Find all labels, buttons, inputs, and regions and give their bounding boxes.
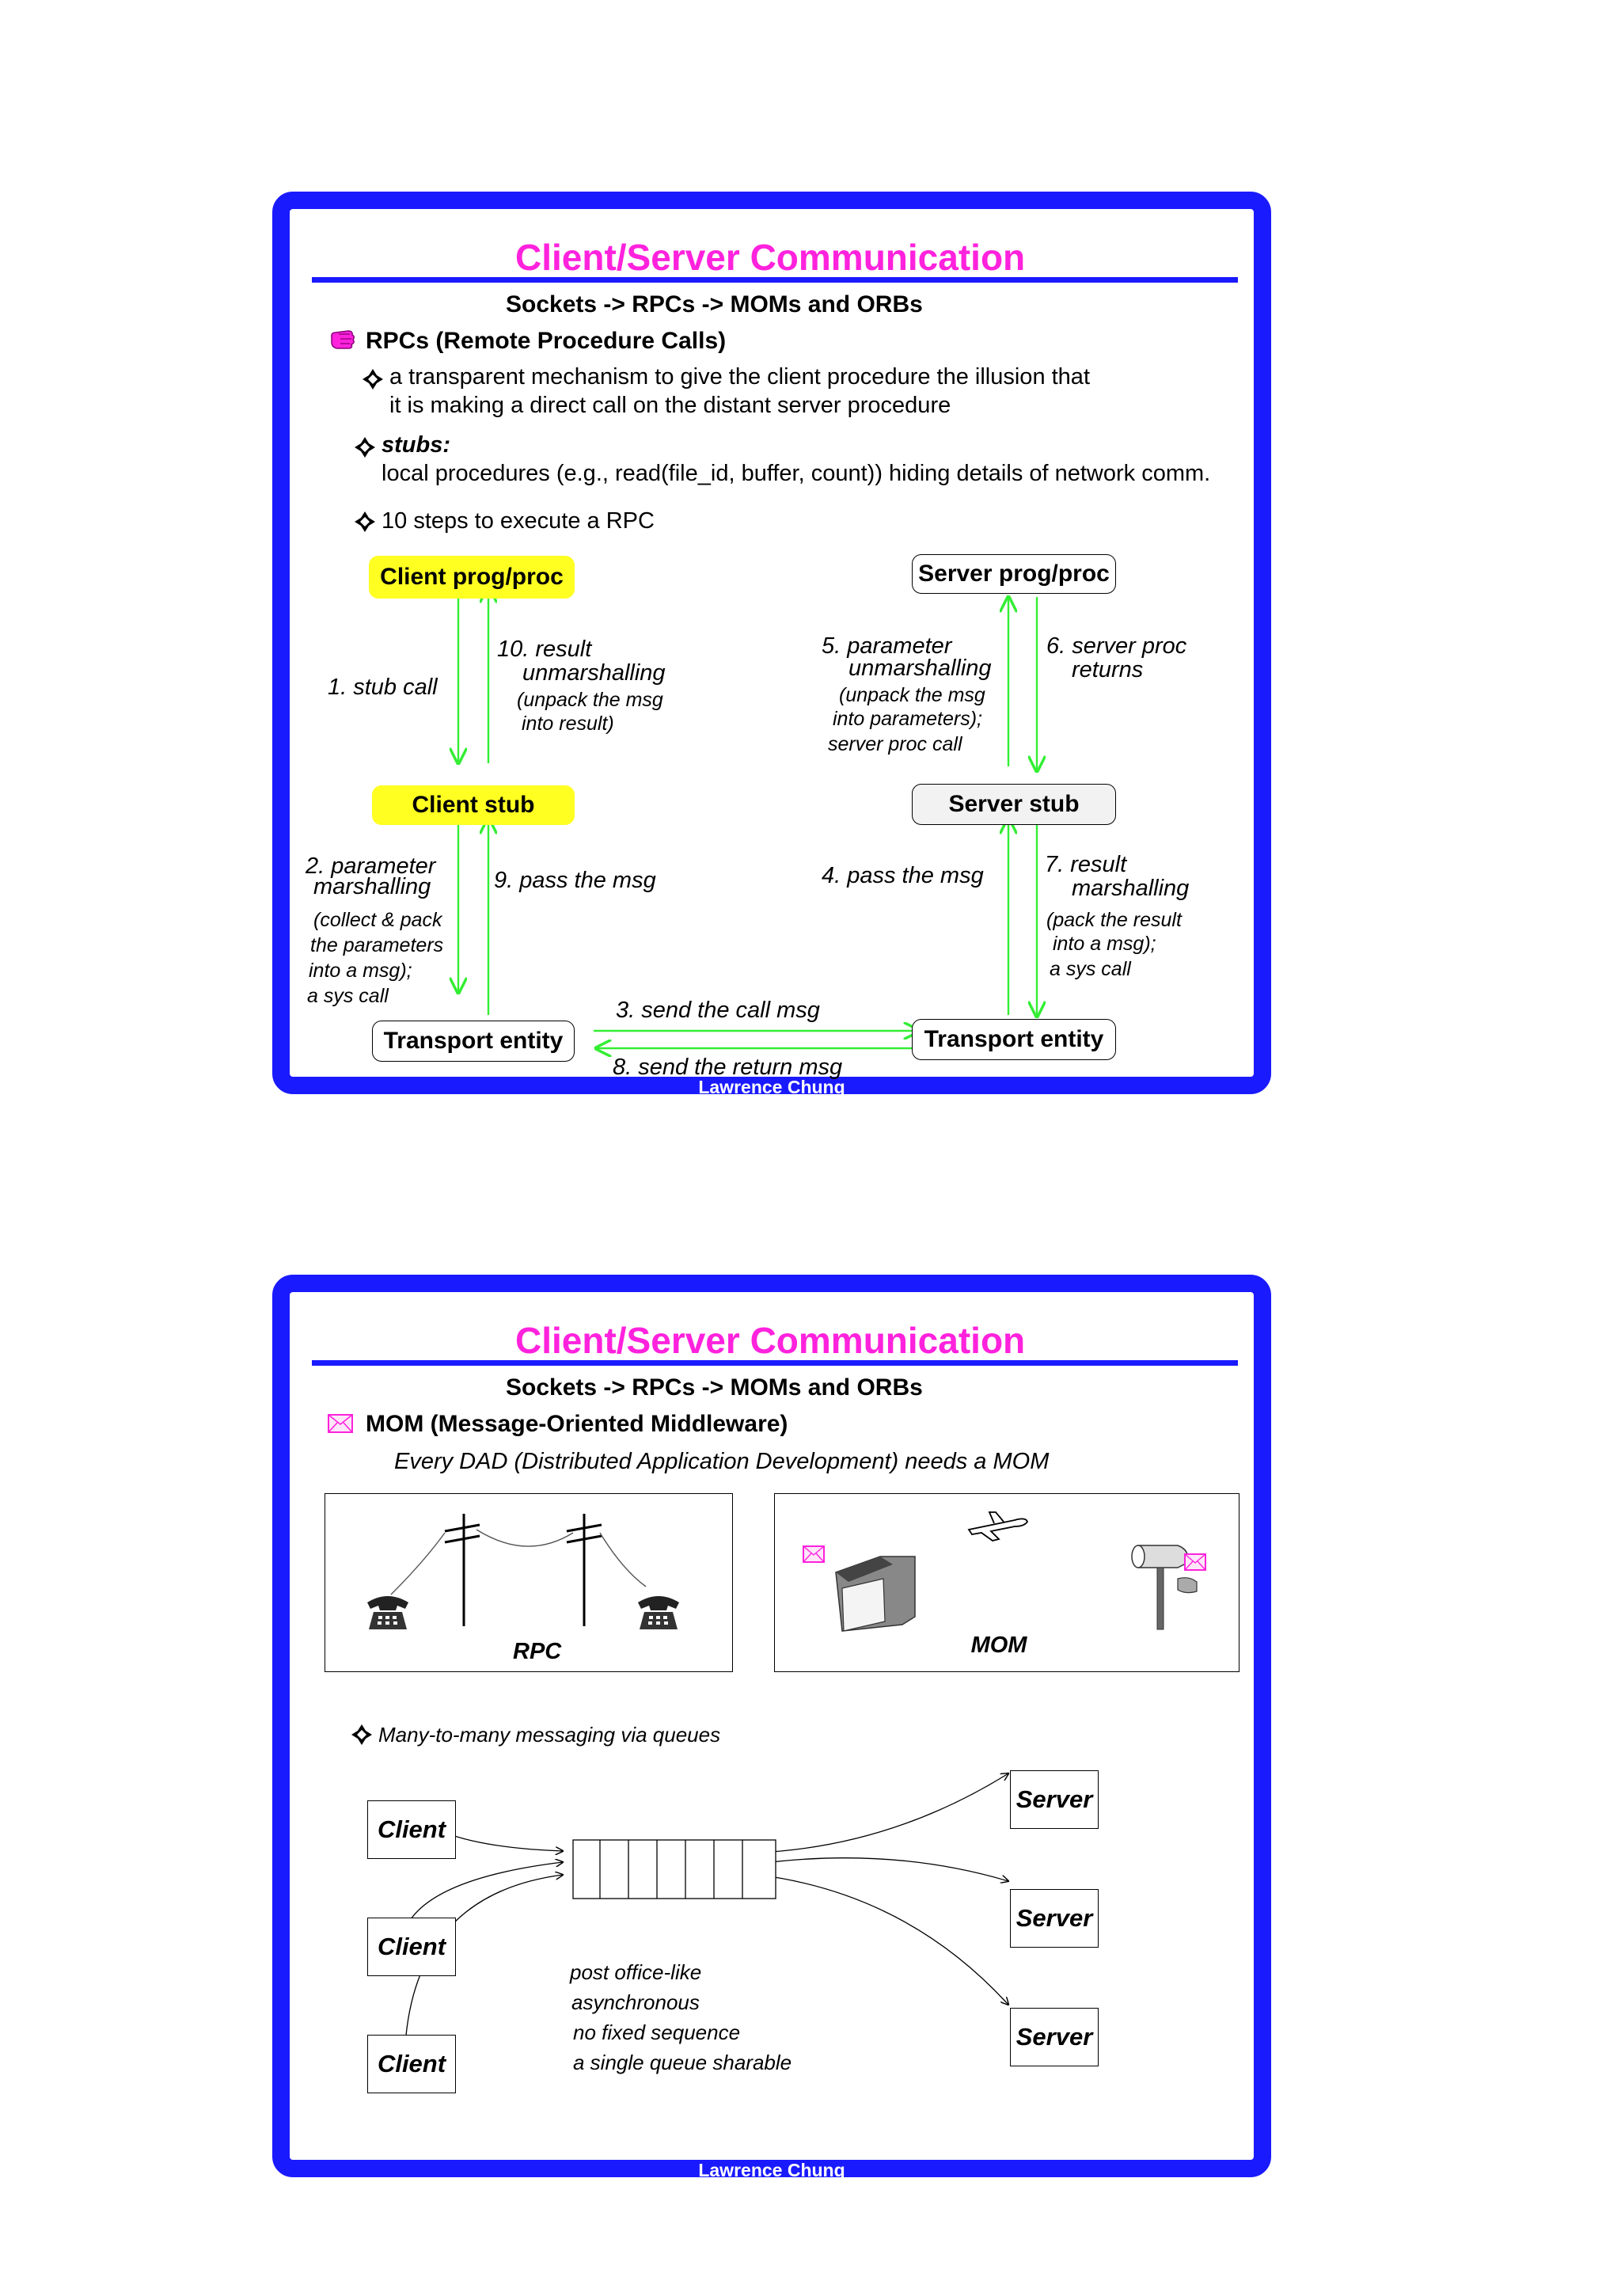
step-2-note-2: the parameters: [310, 934, 444, 956]
title-rule: [312, 1360, 1238, 1366]
step-2-note-4: a sys call: [307, 985, 389, 1007]
step-10-label: 10. result: [497, 637, 592, 662]
envelope-icon: [328, 1414, 353, 1433]
step-9-label: 9. pass the msg: [494, 868, 656, 893]
telephone-icon: [638, 1596, 679, 1629]
step-5-note-3: server proc call: [828, 733, 962, 755]
step-7-note-2: into a msg);: [1053, 933, 1156, 955]
rpc-panel-label: RPC: [513, 1639, 562, 1664]
client-stub-box: Client stub: [372, 785, 575, 825]
telephone-wire-illustration: [390, 1514, 647, 1626]
steps-heading: 10 steps to execute a RPC: [382, 508, 655, 534]
queue-flow-arrows: [404, 1292, 1254, 2045]
diamond-bullet-icon: [351, 1724, 372, 1745]
mom-illustration-panel: [774, 1493, 1239, 1672]
step-8-label: 8. send the return msg: [613, 1055, 843, 1080]
slide-subtitle: Sockets -> RPCs -> MOMs and ORBs: [506, 291, 923, 317]
step-2-note-1: (collect & pack: [313, 909, 442, 931]
mailbox-icon: [1131, 1545, 1198, 1630]
stubs-label: stubs:: [382, 432, 450, 458]
step-3-label: 3. send the call msg: [616, 998, 820, 1023]
hand-pointer-icon: [331, 330, 355, 349]
queue-note: asynchronous: [571, 1990, 700, 2014]
section-heading: MOM (Message-Oriented Middleware): [366, 1411, 788, 1437]
step-7-note-3: a sys call: [1050, 958, 1131, 980]
step-10-note-2: into result): [522, 713, 614, 735]
server-stub-box: Server stub: [912, 784, 1116, 825]
airplane-icon: [967, 1511, 1028, 1541]
slide-footer: Lawrence Chung: [698, 1077, 845, 1097]
server-box: Server: [1010, 1770, 1099, 1829]
server-box: Server: [1010, 2008, 1099, 2066]
step-6-label-2: returns: [1072, 657, 1144, 682]
mailbox-icon: [835, 1556, 916, 1632]
queue-note: a single queue sharable: [573, 2051, 792, 2074]
diamond-bullet-icon: [355, 511, 375, 532]
step-5-label-2: unmarshalling: [848, 656, 992, 681]
queue-note: post office-like: [570, 1960, 702, 1984]
envelope-icon: [1184, 1553, 1206, 1571]
stubs-description: local procedures (e.g., read(file_id, bu…: [382, 461, 1211, 486]
slide-footer: Lawrence Chung: [698, 2160, 845, 2180]
step-2-label: 2. parameter: [306, 853, 436, 879]
bullet-transparent-line2: it is making a direct call on the distan…: [389, 393, 951, 418]
diamond-bullet-icon: [363, 369, 383, 390]
mom-panel-label: MOM: [970, 1633, 1027, 1658]
transport-entity-right: Transport entity: [912, 1019, 1116, 1060]
step-7-note-1: (pack the result: [1046, 909, 1182, 931]
step-7-label-2: marshalling: [1072, 876, 1190, 901]
client-box: Client: [367, 1918, 456, 1976]
step-5-note-2: into parameters);: [833, 708, 982, 730]
server-proc-box: Server prog/proc: [912, 554, 1116, 594]
step-2-label-2: marshalling: [313, 874, 431, 899]
title-rule: [312, 277, 1238, 283]
slide-title: Client/Server Communication: [515, 237, 1026, 278]
step-1-label: 1. stub call: [328, 675, 438, 700]
bullet-transparent-line1: a transparent mechanism to give the clie…: [389, 364, 1090, 390]
rpc-flow-arrows: [290, 209, 1254, 1080]
slide-rpc: Client/Server Communication Sockets -> R…: [272, 192, 1271, 1097]
envelope-icon: [803, 1545, 825, 1563]
section-heading: RPCs (Remote Procedure Calls): [366, 328, 727, 354]
client-proc-box: Client prog/proc: [369, 556, 575, 599]
step-4-label: 4. pass the msg: [822, 863, 984, 888]
rpc-illustration-panel: [325, 1493, 733, 1672]
step-10-note-1: (unpack the msg: [517, 689, 663, 711]
mom-tagline: Every DAD (Distributed Application Devel…: [394, 1449, 1050, 1474]
queue-note: no fixed sequence: [573, 2020, 741, 2044]
step-5-note-1: (unpack the msg: [839, 684, 985, 706]
step-6-label: 6. server proc: [1046, 633, 1187, 659]
slide-subtitle: Sockets -> RPCs -> MOMs and ORBs: [506, 1374, 923, 1401]
telephone-icon: [367, 1596, 408, 1629]
diamond-bullet-icon: [355, 437, 375, 458]
server-box: Server: [1010, 1889, 1099, 1948]
step-2-note-3: into a msg);: [309, 960, 412, 982]
client-box: Client: [367, 2035, 456, 2093]
transport-entity-left: Transport entity: [372, 1021, 575, 1062]
slide-mom: Client/Server Communication Sockets -> R…: [272, 1275, 1271, 2180]
step-10-label-2: unmarshalling: [522, 660, 666, 686]
slide-title: Client/Server Communication: [515, 1320, 1026, 1361]
client-box: Client: [367, 1800, 456, 1859]
step-7-label: 7. result: [1045, 852, 1127, 877]
step-5-label: 5. parameter: [822, 633, 952, 659]
queue-bullet: Many-to-many messaging via queues: [378, 1723, 721, 1747]
